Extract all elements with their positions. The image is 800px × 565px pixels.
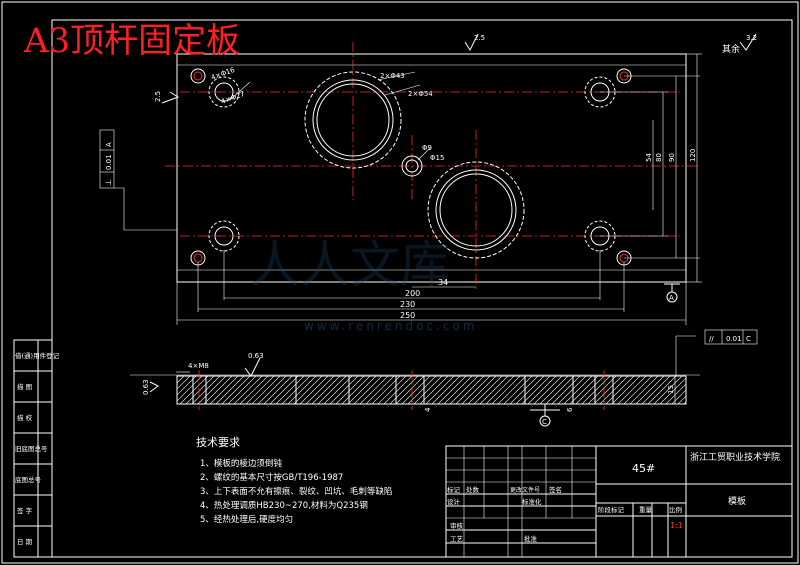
- roughness-top: [464, 33, 479, 52]
- tb-std: 标准化: [522, 497, 542, 506]
- tech-item-1: 1、模板的棱边须倒钝: [200, 458, 282, 469]
- tb-scale: 1:1: [670, 521, 683, 530]
- counterbore-bottom-left: [208, 220, 240, 252]
- tb-school: 浙江工贸职业技术学院: [690, 451, 780, 463]
- datum-c-label: C: [542, 418, 547, 426]
- tol-right-sym: //: [709, 335, 714, 343]
- side-table-0: 借(通)用件登记: [15, 351, 60, 360]
- tech-item-5: 5、经热处理后,硬度均匀: [200, 514, 293, 525]
- side-table-6: 日 期: [17, 538, 33, 546]
- tb-ratio: 比例: [669, 505, 682, 514]
- dim-4: 4: [424, 407, 432, 412]
- dim-6: 6: [566, 407, 574, 412]
- hole-corner-top-left: [190, 68, 206, 84]
- side-table-4: 底图总号: [15, 475, 42, 484]
- dim-200: 200: [405, 289, 420, 298]
- tol-left-val: 0.01: [105, 154, 113, 170]
- tech-item-4: 4、热处理调质HB230~270,材料为Q235钢: [200, 500, 368, 511]
- large-hole-right: [427, 161, 525, 259]
- tech-heading: 技术要求: [196, 436, 240, 449]
- hole-label-large: 2×Φ43: [380, 72, 405, 80]
- tb-part: 模板: [728, 495, 746, 507]
- title-block: [445, 445, 793, 558]
- tb-craft: 工艺: [450, 535, 464, 543]
- dim-230: 230: [400, 300, 415, 309]
- side-table-5: 签 字: [17, 506, 33, 515]
- roughness-side2-value: 0.63: [142, 379, 150, 395]
- roughness-other-value: 3.2: [746, 34, 757, 42]
- side-table-3: 旧底图总号: [15, 444, 48, 453]
- dim-90: 90: [668, 153, 676, 162]
- tech-item-2: 2、螺纹的基本尺寸按GB/T196-1987: [200, 472, 343, 483]
- hole-label-small2: 4×Φ27: [220, 90, 246, 106]
- tol-left-ref: A: [105, 142, 113, 147]
- dim-15: 15: [667, 385, 675, 394]
- roughness-top-value: 2.5: [474, 34, 485, 42]
- tb-sign: 签名: [549, 485, 562, 494]
- dim-34: 34: [438, 278, 448, 287]
- plate-top-view: [176, 53, 687, 283]
- datum-c-symbol: [539, 415, 551, 427]
- tb-stage: 阶段标记: [598, 505, 625, 514]
- datum-a-symbol: [666, 291, 678, 303]
- watermark-url: www.renrendoc.com: [304, 319, 477, 333]
- tb-material: 45#: [632, 462, 655, 475]
- roughness-left-value: 2.5: [154, 91, 162, 102]
- tb-approve: 批准: [524, 534, 538, 543]
- hole-label-small: 4×Φ16: [210, 66, 236, 82]
- dim-54: 54: [645, 153, 653, 162]
- roughness-other-label: 其余: [722, 43, 740, 55]
- hole-label-center: Φ9: [422, 144, 432, 152]
- thread-label: 4×M8: [188, 362, 209, 370]
- tb-file: 更改文件号: [510, 486, 540, 494]
- tolerance-frame-left: [99, 129, 115, 189]
- dim-120: 120: [689, 149, 697, 162]
- datum-a-label: A: [669, 294, 674, 302]
- side-view-hatching: [177, 376, 686, 404]
- inner-border: [51, 19, 793, 558]
- tech-item-3: 3、上下表面不允有擦痕、裂纹、凹坑、毛刺等缺陷: [200, 486, 392, 497]
- tol-right-val: 0.01: [726, 335, 742, 343]
- side-table-2: 描 校: [17, 413, 33, 422]
- tol-left-sym: ⊥: [104, 179, 113, 186]
- side-table: [13, 339, 53, 558]
- tb-count: 处数: [466, 485, 480, 494]
- watermark-text: 人人文库: [250, 236, 450, 294]
- tolerance-frame-right: [704, 329, 758, 345]
- dim-250: 250: [400, 311, 415, 320]
- tb-weight: 重量: [639, 506, 653, 514]
- side-table-1: 描 图: [17, 382, 32, 391]
- center-hole: [401, 155, 423, 177]
- hole-label-center2: Φ15: [430, 154, 444, 162]
- tb-review: 审核: [450, 521, 464, 530]
- tb-mark: 标记: [447, 485, 461, 494]
- tol-right-ref: C: [746, 335, 751, 343]
- tb-design: 设计: [447, 497, 461, 506]
- large-hole-left: [304, 71, 402, 169]
- hole-label-large2: 2×Φ54: [408, 90, 433, 98]
- drawing-title: A3顶杆固定板: [23, 21, 240, 61]
- roughness-side-value: 0.63: [248, 352, 264, 360]
- dim-80: 80: [655, 153, 663, 162]
